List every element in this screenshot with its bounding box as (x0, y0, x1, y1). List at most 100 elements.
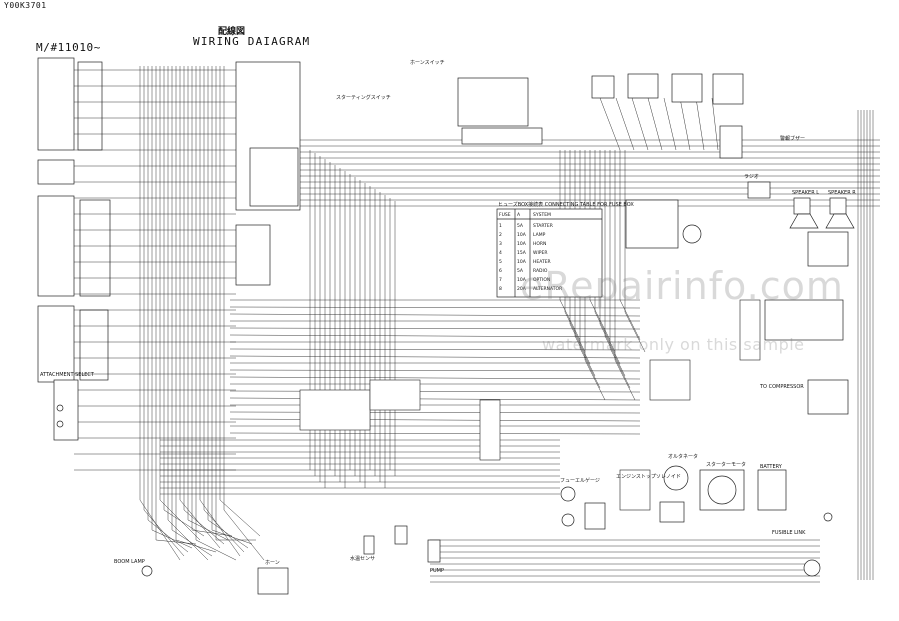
label-fuel-gauge: フューエルゲージ (560, 477, 600, 484)
bottom-components (53, 379, 689, 595)
wire (147, 66, 189, 553)
relay-bank-left (235, 61, 301, 286)
wire (191, 66, 233, 537)
wire (167, 66, 209, 561)
label-fuse-table: ヒューズBOX接続表 CONNECTING TABLE FOR FUSE BOX (498, 201, 634, 208)
label-attachment-select: ATTACHMENT SELECT (40, 372, 95, 378)
fuse-table-cell: OPTION (533, 277, 550, 283)
fuse-table-cell: 10A (517, 241, 527, 247)
connector-block (739, 299, 761, 361)
wire (711, 97, 719, 151)
wire (615, 97, 635, 151)
fuse-table-cell: 5A (517, 268, 524, 274)
fuse-table-cell: 3 (499, 241, 502, 247)
wire (159, 66, 201, 541)
fuse-table-cell: HEATER (533, 259, 551, 265)
wire (663, 97, 677, 151)
connector-block (299, 389, 371, 431)
fuse-table-cell: 20A (517, 286, 527, 292)
wire (229, 411, 641, 414)
connector-pins-c (79, 199, 111, 297)
wire (199, 66, 241, 557)
wire (215, 66, 256, 541)
label-speaker-r: SPEAKER R (828, 190, 856, 196)
fuse-table-header: SYSTEM (533, 212, 551, 218)
label-horn-switch: ホーンスイッチ (410, 60, 445, 66)
switch-modules-top (591, 73, 744, 159)
fuse-table-header: A (517, 212, 521, 218)
wire (155, 66, 197, 545)
component-labels: ホーンスイッチ スターティングスイッチ ヒューズBOX接続表 CONNECTIN… (40, 60, 856, 574)
wire (229, 432, 641, 435)
wire (207, 66, 249, 549)
fuse-table-cell: STARTER (533, 223, 553, 229)
fuse-table-cell: 5A (517, 223, 524, 229)
connector-block-b (37, 159, 75, 185)
wire (604, 150, 626, 377)
label-battery: BATTERY (760, 464, 783, 470)
connector-block-a (37, 57, 75, 151)
wire (679, 97, 691, 151)
connector-block-d (37, 305, 75, 383)
fuse-table-cell: 2 (499, 232, 502, 238)
document-code: Y00K3701 (4, 1, 47, 10)
right-components (625, 181, 855, 577)
fuse-table-cell: 10A (517, 259, 527, 265)
fuse-table-cell: 10A (517, 277, 527, 283)
wire (569, 150, 591, 365)
fuse-table-cell: 10A (517, 232, 527, 238)
label-starter-motor: スターターモータ (706, 461, 746, 468)
wire (229, 348, 641, 351)
connector-block (649, 359, 691, 401)
label-horn: ホーン (265, 560, 280, 566)
wire (219, 66, 261, 537)
label-alternator: オルタネータ (668, 453, 698, 460)
label-starting-switch: スターティングスイッチ (336, 94, 391, 101)
label-warning-buzzer: 警報ブザー (780, 135, 805, 142)
wire (229, 355, 641, 359)
wire (631, 97, 649, 151)
fuse-box (457, 77, 543, 145)
label-engine-stop-solenoid: エンジンストップソレノイド (616, 474, 681, 480)
label-fusible-link: FUSIBLE LINK (772, 530, 806, 536)
wire (229, 397, 641, 401)
label-radio: ラジオ (744, 174, 759, 180)
wire (599, 97, 621, 151)
fuse-table-cell: HORN (533, 241, 546, 247)
fuse-table-cell: 1 (499, 223, 502, 229)
fuse-table-cell: WIPER (533, 250, 547, 256)
wire (609, 150, 631, 389)
wire (647, 97, 663, 151)
connector-block-c (37, 195, 75, 297)
left-connector-strip (37, 57, 111, 383)
wire (624, 150, 646, 353)
fuse-table-cell: 7 (499, 277, 502, 283)
wire (594, 150, 616, 353)
label-speaker-l: SPEAKER L (792, 190, 819, 196)
wire (211, 66, 253, 545)
connector-block (369, 379, 421, 411)
fuse-table-header: FUSE (499, 212, 511, 218)
title-english: WIRING DAIAGRAM (193, 35, 311, 48)
title-japanese: 配線図 (218, 27, 246, 37)
wire (139, 66, 181, 561)
fuse-table-cell: 6 (499, 268, 502, 274)
label-to-compressor: TO COMPRESSOR (759, 384, 804, 390)
wire (175, 66, 217, 553)
label-water-temp-sensor: 水温センサ (350, 555, 375, 562)
watermark-sub: watermark only on this sample (542, 335, 805, 354)
fuse-table-cell: RADIO (533, 268, 548, 274)
wire (229, 369, 641, 372)
fuse-connection-table (496, 208, 603, 298)
wire (564, 150, 586, 353)
wire (195, 66, 237, 561)
fuse-table-cell: 15A (517, 250, 527, 256)
wire (151, 66, 193, 549)
fuse-table-cell: 8 (499, 286, 502, 292)
label-boom-lamp: BOOM LAMP (114, 559, 145, 565)
serial-range: M/#11010~ (36, 41, 102, 54)
wire (229, 334, 641, 338)
